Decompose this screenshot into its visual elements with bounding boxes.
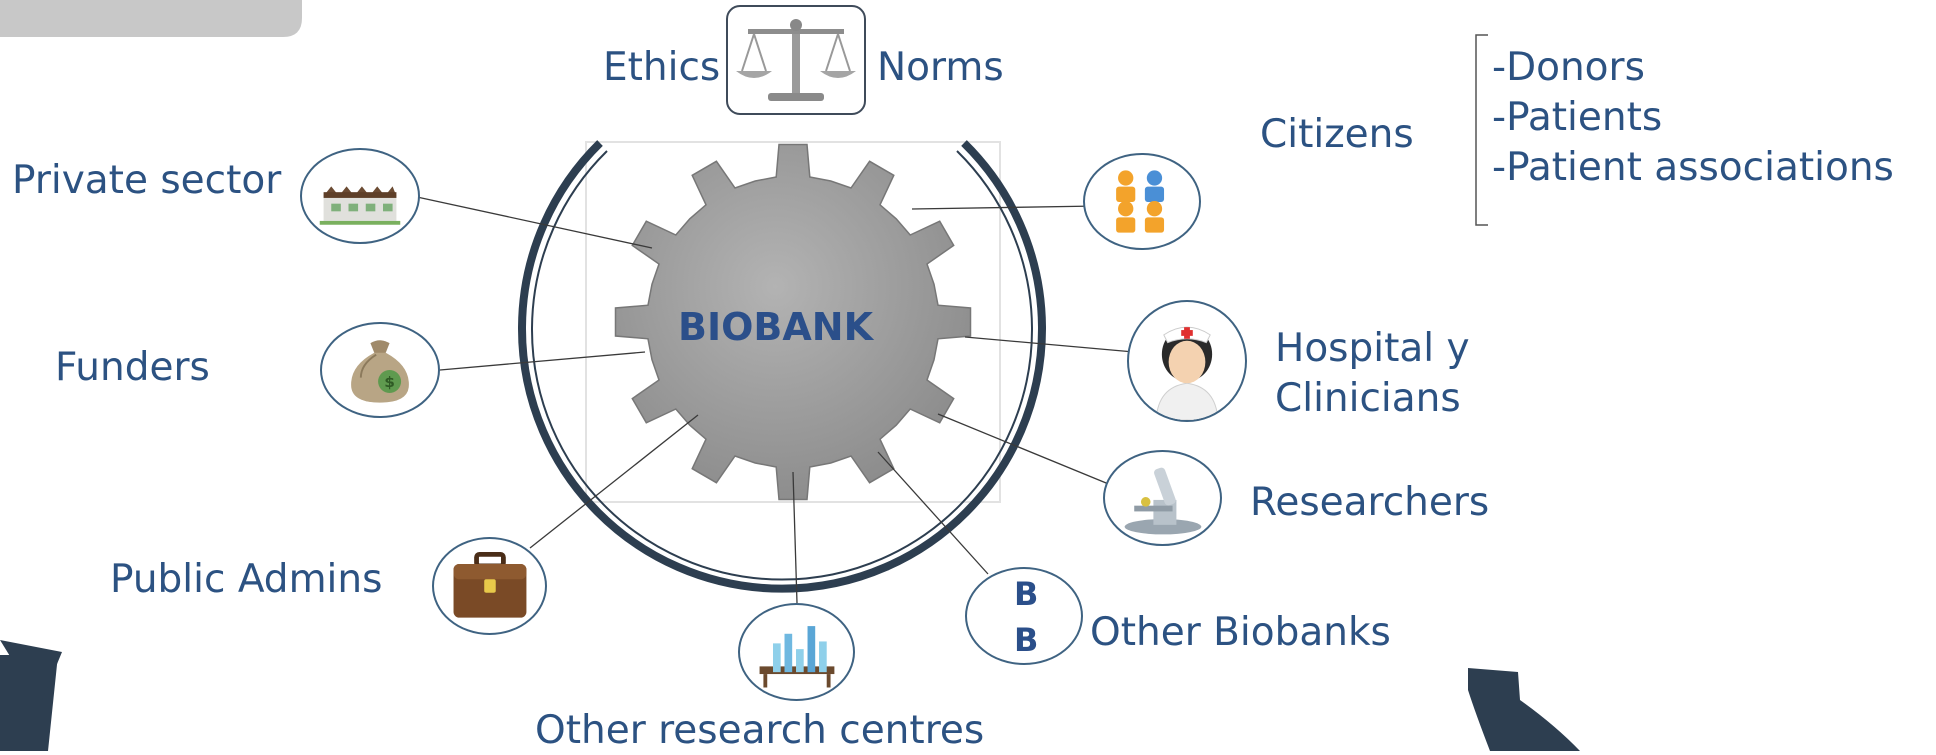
money-bag-icon: $ xyxy=(320,322,440,418)
connector-public-admins xyxy=(529,414,699,549)
connector-private-sector xyxy=(416,196,653,249)
arrow-bottom-left-tip xyxy=(0,640,62,705)
citizens-list-item: -Patients xyxy=(1492,95,1663,140)
briefcase-icon xyxy=(432,537,547,635)
connector-other-biobanks xyxy=(877,451,989,575)
inner-ring xyxy=(531,150,1033,581)
funders-label: Funders xyxy=(55,345,210,390)
nurse-icon xyxy=(1127,300,1247,422)
gear-frame xyxy=(585,141,1001,503)
test-tubes-icon xyxy=(738,603,855,701)
public-admins-label: Public Admins xyxy=(110,557,383,602)
connector-funders xyxy=(439,351,646,371)
connector-citizens xyxy=(911,205,1099,210)
hospital-label-line2: Clinicians xyxy=(1275,376,1461,421)
connector-research-centres xyxy=(792,471,798,604)
gear-shape xyxy=(614,143,972,501)
svg-text:$: $ xyxy=(384,373,395,391)
connector-hospital xyxy=(964,336,1135,353)
connector-researchers xyxy=(937,413,1112,486)
factory-icon xyxy=(300,148,420,244)
scales-icon xyxy=(726,5,866,115)
researchers-label: Researchers xyxy=(1250,480,1490,525)
hospital-label-line1: Hospital y xyxy=(1275,326,1470,371)
citizens-list-item: -Patient associations xyxy=(1492,145,1894,190)
other-biobanks-label: Other Biobanks xyxy=(1090,610,1391,655)
other-research-centres-label: Other research centres xyxy=(535,708,985,753)
corner-tab xyxy=(0,0,302,37)
citizens-bracket xyxy=(1475,34,1488,226)
microscope-icon xyxy=(1103,450,1222,546)
ethics-label: Ethics xyxy=(603,45,721,90)
biobank-letter-top: B xyxy=(1014,575,1039,613)
arrow-bottom-right xyxy=(1468,668,1580,751)
private-sector-label: Private sector xyxy=(12,158,282,203)
citizens-label: Citizens xyxy=(1260,112,1414,157)
citizens-list-item: -Donors xyxy=(1492,45,1645,90)
people-icon xyxy=(1083,153,1201,250)
biobank-center-label: BIOBANK xyxy=(678,305,874,349)
citizens-list: -Donors -Patients -Patient associations xyxy=(1492,43,1894,193)
norms-label: Norms xyxy=(877,45,1004,90)
outer-ring xyxy=(518,140,1046,593)
biobank-letter-bottom: B xyxy=(1014,621,1039,659)
biobank-icon: B B xyxy=(965,567,1083,665)
connector-lines xyxy=(416,196,1135,604)
